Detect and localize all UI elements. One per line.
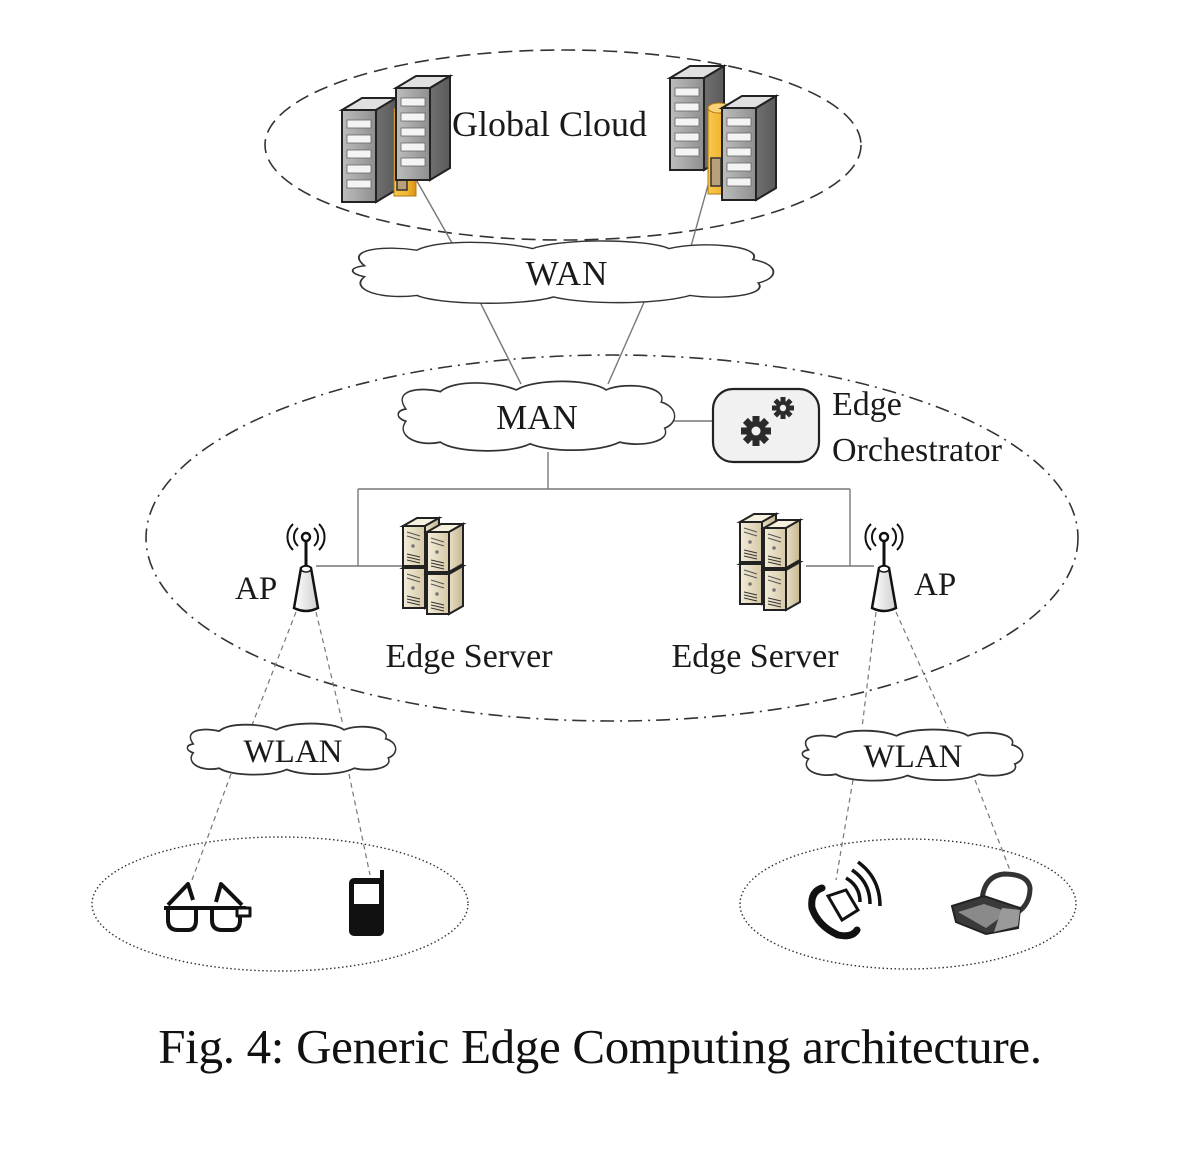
datacenter-icon: [341, 75, 451, 203]
smartwatch-icon: [808, 860, 882, 940]
ap-right-label: AP: [914, 567, 956, 603]
ap-left-label: AP: [235, 571, 277, 607]
orchestrator-label-line1: Edge: [832, 386, 902, 423]
mobile-phone-icon: [349, 870, 384, 936]
cloud-tier-boundary: [264, 49, 862, 241]
server-rack-icon: [739, 513, 801, 611]
gears-icon: [741, 397, 794, 446]
edge-orchestrator: [711, 387, 821, 464]
device-group-left-boundary: [91, 836, 469, 972]
figure-caption: Fig. 4: Generic Edge Computing architect…: [158, 1019, 1042, 1074]
access-point-right: [863, 522, 905, 613]
smart-glasses-icon: [164, 882, 252, 932]
link-wan-man-left: [478, 299, 522, 385]
wireless-links: [191, 611, 1014, 881]
access-point-left: [285, 522, 327, 613]
link-wan-man-right: [607, 299, 646, 385]
edge-server-right: [739, 513, 801, 611]
wireless-ap-icon: [863, 522, 905, 613]
vr-headset-icon: [950, 871, 1033, 936]
man-label: MAN: [496, 398, 578, 437]
global-cloud-label: Global Cloud: [452, 104, 647, 144]
edge-server-right-label: Edge Server: [671, 638, 839, 675]
edge-architecture-diagram: Global Cloud WAN MAN: [91, 49, 1079, 972]
wlan-left-label: WLAN: [244, 734, 343, 770]
wlan-right-label: WLAN: [864, 739, 963, 775]
wireless-ap-icon: [285, 522, 327, 613]
edge-server-left: [402, 517, 464, 615]
server-rack-icon: [402, 517, 464, 615]
datacenter-icon: [669, 65, 777, 201]
edge-server-left-label: Edge Server: [385, 638, 553, 675]
wired-links: [316, 159, 874, 567]
wan-label: WAN: [526, 254, 609, 293]
edge-tier-boundary: [145, 354, 1079, 722]
device-group-right-boundary: [739, 838, 1077, 970]
orchestrator-label-line2: Orchestrator: [832, 432, 1003, 469]
